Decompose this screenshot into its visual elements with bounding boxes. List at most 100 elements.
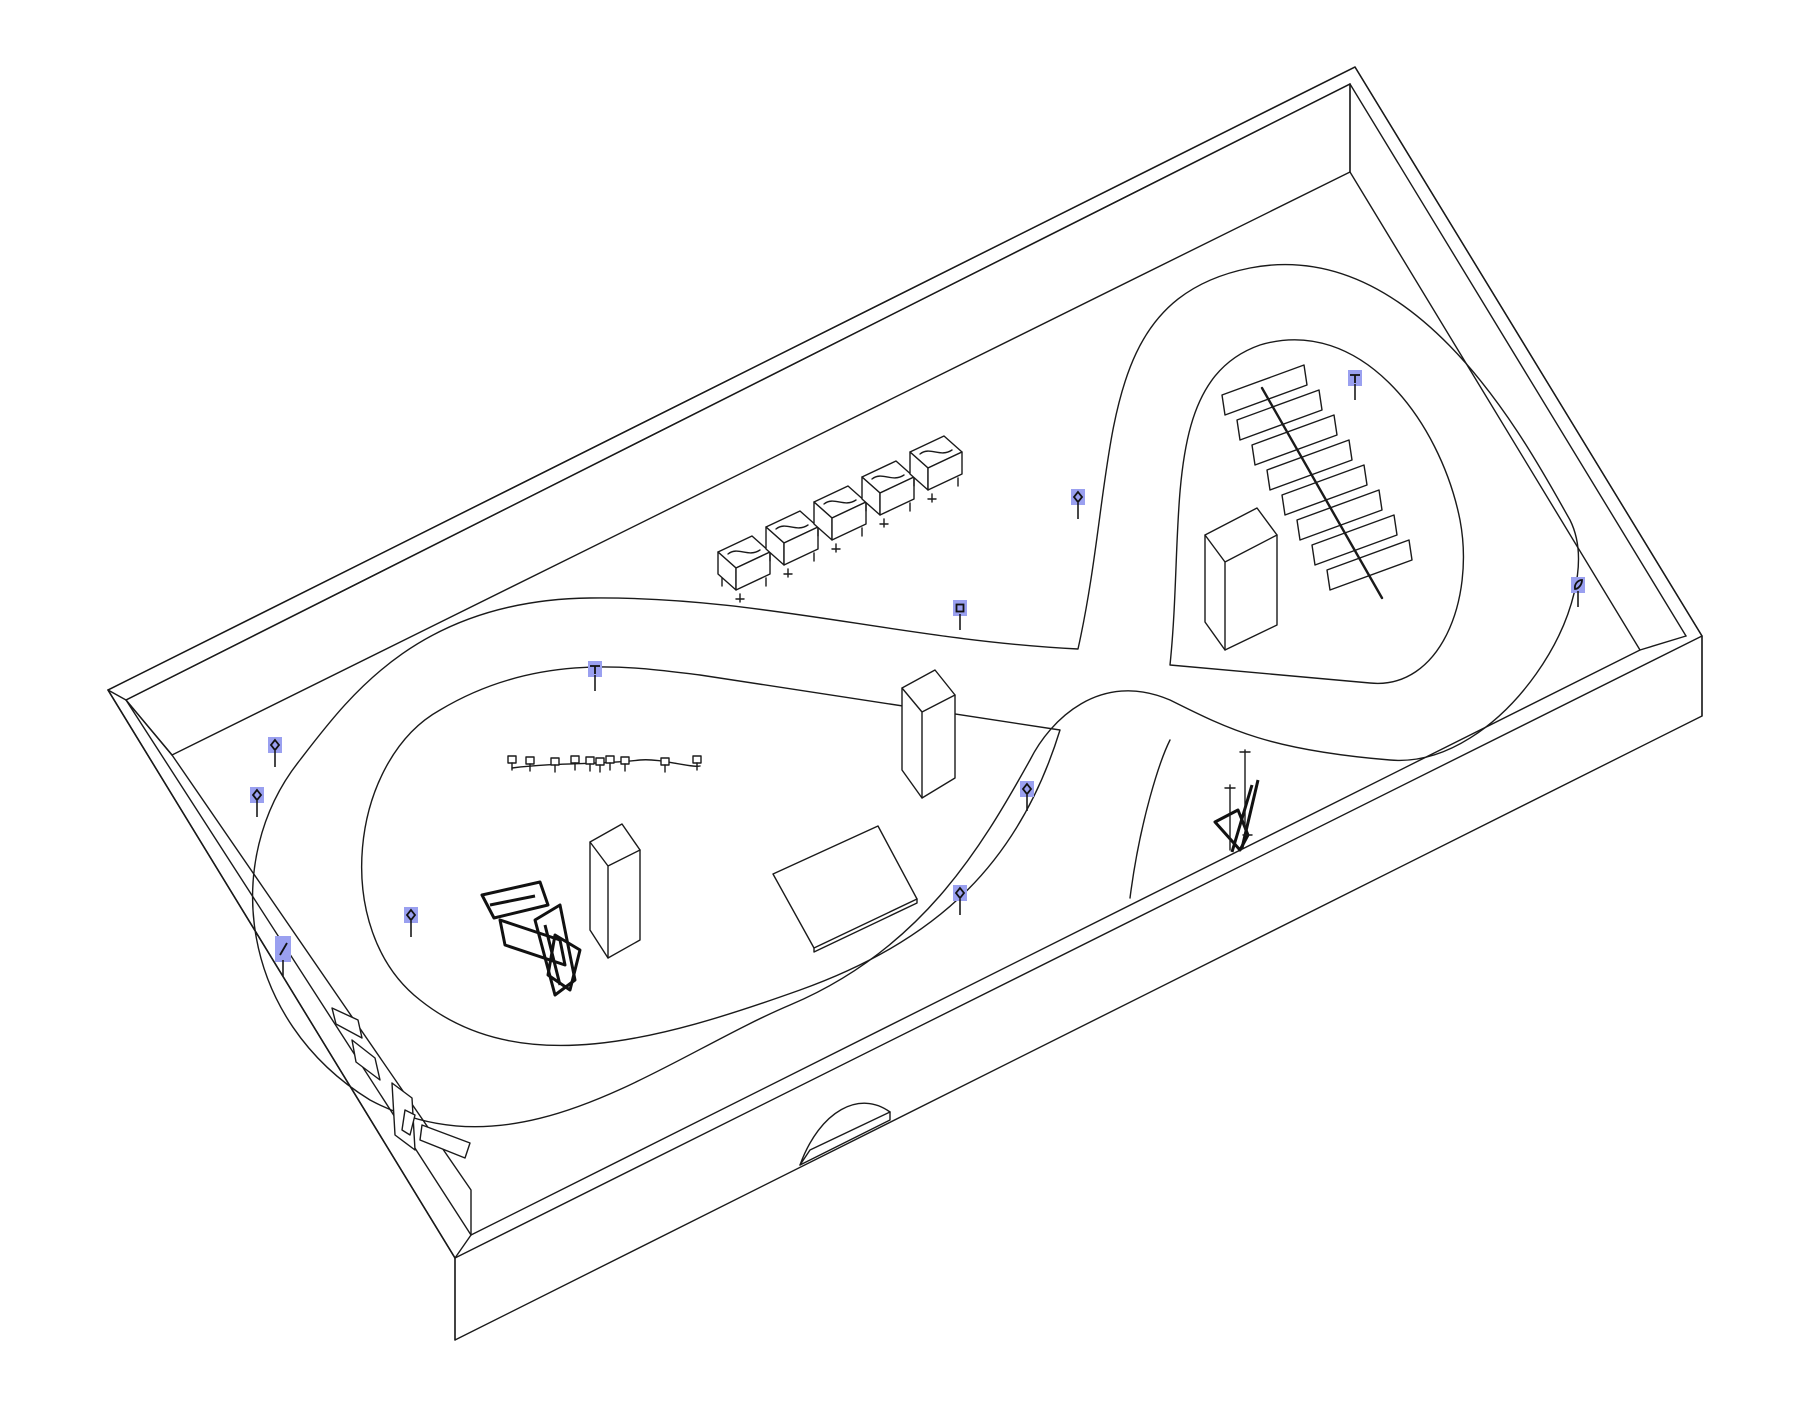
vitrine-content bbox=[775, 524, 809, 530]
bead-object-9 bbox=[660, 757, 670, 766]
vitrine-side-right bbox=[783, 526, 819, 566]
marker-5 bbox=[1571, 577, 1585, 607]
vitrine-content bbox=[823, 499, 857, 505]
vitrine-1 bbox=[717, 535, 771, 603]
panel-7 bbox=[1311, 514, 1398, 566]
marker-8 bbox=[275, 936, 291, 976]
bead-object-8 bbox=[620, 756, 630, 765]
tower-left-body bbox=[589, 823, 641, 959]
wall-panels-left bbox=[331, 1007, 471, 1159]
flat-plinth bbox=[772, 825, 918, 953]
entrance-arch bbox=[799, 1102, 891, 1166]
marker-layer bbox=[250, 370, 1585, 976]
panel-4 bbox=[1266, 439, 1353, 491]
marker-1 bbox=[1348, 370, 1362, 400]
marker-highlight bbox=[1071, 489, 1085, 505]
vitrine-side-right bbox=[735, 551, 771, 591]
wall-inner-corner-left bbox=[125, 699, 173, 756]
panel-5 bbox=[1281, 464, 1368, 516]
tower-right-edges bbox=[1204, 534, 1278, 651]
panel-3 bbox=[1251, 414, 1338, 466]
bead-object-6 bbox=[595, 757, 605, 766]
panel-2 bbox=[1236, 389, 1323, 441]
bead-object-4 bbox=[570, 755, 580, 764]
vitrine-5 bbox=[909, 435, 963, 503]
diamond-icon bbox=[1072, 490, 1084, 504]
panel-6 bbox=[1296, 489, 1383, 541]
arch-threshold bbox=[799, 1111, 891, 1166]
vitrine-content bbox=[919, 449, 953, 455]
spike-b bbox=[1230, 779, 1260, 853]
walkway-lower-right-curve bbox=[1129, 739, 1171, 899]
vitrine-4 bbox=[861, 460, 915, 528]
marker-9 bbox=[404, 907, 418, 937]
vitrine-legs bbox=[913, 477, 959, 503]
bead-object-7 bbox=[605, 755, 615, 764]
vitrine-legs bbox=[769, 552, 815, 578]
marker-2 bbox=[1071, 489, 1085, 519]
diamond-icon bbox=[1021, 782, 1033, 796]
bead-object-3 bbox=[550, 757, 560, 766]
plinth-edge bbox=[813, 898, 918, 953]
wall-panel-e bbox=[419, 1124, 471, 1159]
marker-11 bbox=[953, 885, 967, 915]
vitrine-legs bbox=[865, 502, 911, 528]
walkway-inner-loop-left bbox=[360, 666, 1061, 1047]
wall-cap-left bbox=[107, 689, 127, 701]
tower-left-edges bbox=[589, 841, 641, 959]
panel-8 bbox=[1326, 539, 1413, 591]
wall-left-top bbox=[107, 689, 456, 1259]
sculpture-cluster-left bbox=[480, 880, 582, 997]
marker-highlight bbox=[404, 907, 418, 923]
tower-volume-right bbox=[1204, 507, 1278, 651]
vitrine-content bbox=[727, 549, 761, 555]
bead-object-5 bbox=[585, 756, 595, 765]
bead-object-2 bbox=[525, 756, 535, 765]
sculpture-frame-d bbox=[546, 933, 582, 992]
marker-3 bbox=[953, 600, 967, 630]
vitrine-content bbox=[871, 474, 905, 480]
marker-highlight bbox=[953, 600, 967, 616]
tower-right-body bbox=[1204, 507, 1278, 651]
walkway-outer-edge bbox=[252, 264, 1580, 1128]
t-icon bbox=[590, 665, 600, 674]
wall-cap-front bbox=[454, 1234, 472, 1259]
marker-highlight bbox=[250, 787, 264, 803]
marker-highlight bbox=[1020, 781, 1034, 797]
walkway-inner-loop-right bbox=[1169, 339, 1465, 684]
wall-inner-corner-right bbox=[1639, 635, 1687, 651]
diamond-icon bbox=[954, 886, 966, 900]
diamond-icon bbox=[405, 908, 417, 922]
figure-eight-walkway bbox=[252, 264, 1580, 1128]
tower-center-body bbox=[901, 669, 956, 799]
sculpture-frame-a bbox=[480, 880, 550, 920]
wall-inner-floor-line-back bbox=[171, 171, 1351, 756]
marker-highlight bbox=[953, 885, 967, 901]
wall-panel-b bbox=[351, 1039, 381, 1081]
wall-panel-a bbox=[331, 1007, 363, 1039]
bead-object-1 bbox=[507, 755, 517, 764]
diamond-icon bbox=[269, 738, 281, 752]
vitrine-legs bbox=[721, 577, 767, 603]
vitrine-row bbox=[717, 435, 963, 603]
marker-highlight bbox=[268, 737, 282, 753]
marker-10 bbox=[1020, 781, 1034, 811]
slash-icon bbox=[279, 942, 288, 956]
t-icon bbox=[1350, 374, 1360, 383]
vitrine-2 bbox=[765, 510, 819, 578]
vitrine-side-right bbox=[831, 501, 867, 541]
vitrine-side-right bbox=[927, 451, 963, 491]
panel-spine bbox=[1260, 386, 1384, 600]
bead-object-10 bbox=[692, 755, 702, 764]
bead-line bbox=[511, 759, 701, 769]
leaf-icon bbox=[1573, 579, 1583, 590]
diamond-icon bbox=[251, 788, 263, 802]
wall-inner-right-top bbox=[1349, 83, 1687, 637]
tower-center-edges bbox=[901, 687, 956, 799]
sculpture-spikes-right bbox=[1213, 749, 1260, 853]
tower-volume-left bbox=[589, 823, 641, 959]
marker-4 bbox=[588, 661, 602, 691]
marker-6 bbox=[268, 737, 282, 767]
